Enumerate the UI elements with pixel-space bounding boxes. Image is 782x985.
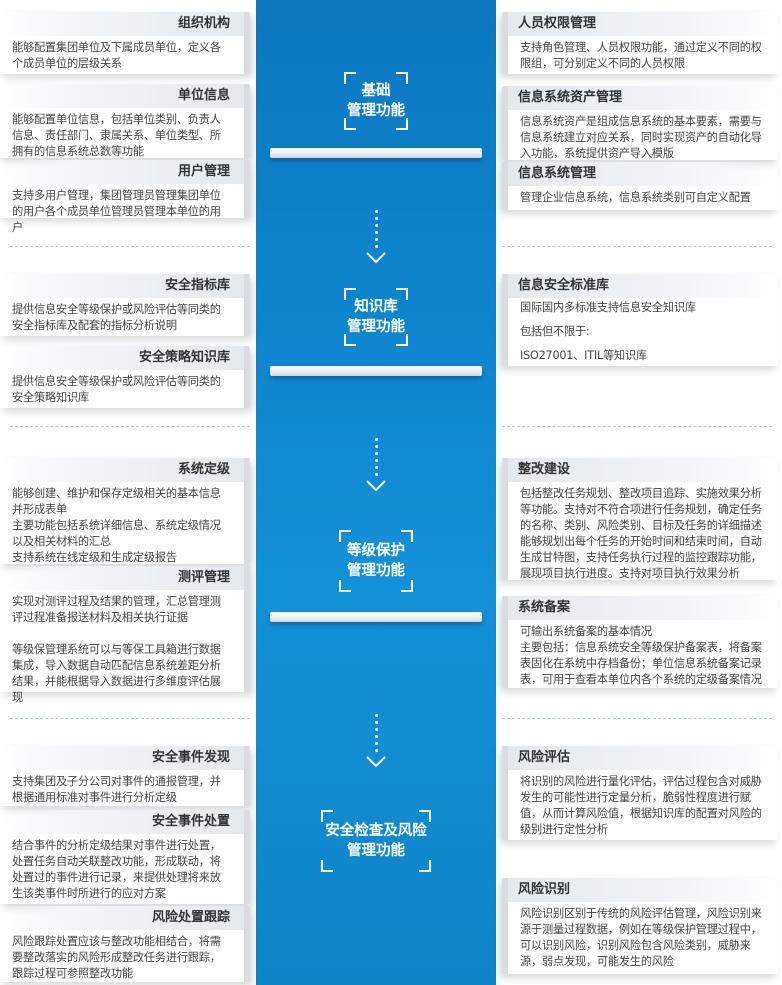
- feature-block: 组织机构 能够配置集团单位及下属成员单位，定义各个成员单位的层级关系: [0, 12, 250, 74]
- feature-title: 安全指标库: [0, 274, 244, 298]
- stage-security-frame: 安全检查及风险 管理功能: [321, 810, 431, 872]
- section-divider: [10, 246, 250, 247]
- feature-description: 支持角色管理、人员权限功能，通过定义不同的权限组，可分别定义不同的人员权限: [520, 41, 762, 70]
- feature-title: 用户管理: [0, 160, 244, 184]
- stage-protection-label: 等级保护 管理功能: [347, 543, 405, 579]
- feature-description: 管理企业信息系统，信息系统类别可自定义配置: [520, 191, 751, 204]
- feature-description: 能够创建、维护和保存定级相关的基本信息并形成表单 主要功能包括系统详细信息、系统…: [12, 487, 221, 564]
- feature-block: 系统备案 可输出系统备案的基本情况 主要包括：信息系统安全等级保护备案表，将备案…: [502, 596, 778, 688]
- section-divider: [502, 718, 772, 719]
- feature-block: 风险处置跟踪 风险跟踪处置应该与整改功能相结合，将需要整改落实的风险形成整改任务…: [0, 906, 250, 982]
- feature-block: 整改建设 包括整改任务规划、整改项目追踪、实施效果分析等功能。支持对不符合项进行…: [502, 458, 778, 580]
- stage-protection-shelf: [270, 612, 482, 622]
- feature-description: 包括整改任务规划、整改项目追踪、实施效果分析等功能。支持对不符合项进行任务规划，…: [520, 487, 762, 580]
- down-arrow-icon: [366, 714, 386, 768]
- feature-block: 系统定级 能够创建、维护和保存定级相关的基本信息并形成表单 主要功能包括系统详细…: [0, 458, 250, 564]
- section-divider: [502, 246, 772, 247]
- feature-description: 实现对测评过程及结果的管理，汇总管理测评过程准备报送材料及相关执行证据 等级保管…: [12, 595, 221, 704]
- section-divider: [10, 718, 250, 719]
- feature-title: 整改建设: [508, 458, 778, 482]
- stage-protection-frame: 等级保护 管理功能: [339, 530, 413, 592]
- feature-title: 系统备案: [508, 596, 778, 620]
- feature-block: 信息系统管理 管理企业信息系统，信息系统类别可自定义配置: [502, 162, 778, 210]
- feature-block: 用户管理 支持多用户管理，集团管理员管理集团单位的用户各个成员单位管理员管理本单…: [0, 160, 250, 234]
- feature-description: 能够配置集团单位及下属成员单位，定义各个成员单位的层级关系: [12, 41, 221, 70]
- right-column: 人员权限管理 支持角色管理、人员权限功能，通过定义不同的权限组，可分别定义不同的…: [496, 0, 782, 985]
- feature-title: 信息系统管理: [508, 162, 778, 186]
- feature-description: 将识别的风险进行量化评估，评估过程包含对威胁发生的可能性进行定量分析，脆弱性程度…: [520, 775, 762, 836]
- feature-block: 安全事件处置 结合事件的分析定级结果对事件进行处置，处置任务自动关联整改功能，形…: [0, 810, 250, 904]
- feature-block: 安全策略知识库 提供信息安全等级保护或风险评估等同类的安全策略知识库: [0, 346, 250, 408]
- feature-description: 可输出系统备案的基本情况 主要包括：信息系统安全等级保护备案表，将备案表固化在系…: [520, 625, 762, 686]
- down-arrow-icon: [366, 438, 386, 492]
- stage-basic-frame: 基础 管理功能: [344, 72, 408, 130]
- feature-block: 人员权限管理 支持角色管理、人员权限功能，通过定义不同的权限组，可分别定义不同的…: [502, 12, 778, 74]
- feature-description: 支持多用户管理，集团管理员管理集团单位的用户各个成员单位管理员管理本单位的用户: [12, 189, 221, 234]
- feature-title: 信息安全标准库: [508, 274, 778, 298]
- feature-description: 提供信息安全等级保护或风险评估等同类的安全指标库及配套的指标分析说明: [12, 303, 221, 332]
- feature-description: 国际国内多标准支持信息安全知识库 包括但不限于: ISO27001、ITIL等知…: [520, 301, 696, 362]
- feature-title: 安全事件处置: [0, 810, 244, 834]
- feature-title: 信息系统资产管理: [508, 86, 778, 110]
- feature-title: 测评管理: [0, 566, 244, 590]
- feature-description: 风险跟踪处置应该与整改功能相结合，将需要整改落实的风险形成整改任务进行跟踪，跟踪…: [12, 935, 221, 980]
- feature-title: 风险处置跟踪: [0, 906, 244, 930]
- stage-basic-label: 基础 管理功能: [347, 83, 405, 119]
- stage-security-label: 安全检查及风险 管理功能: [325, 823, 427, 859]
- feature-block: 单位信息 能够配置单位信息，包括单位类别、负责人信息、责任部门、隶属关系、单位类…: [0, 84, 250, 158]
- feature-description: 支持集团及子分公司对事件的通报管理，并根据通用标准对事件进行分析定级: [12, 775, 221, 804]
- feature-title: 组织机构: [0, 12, 244, 36]
- feature-title: 安全策略知识库: [0, 346, 244, 370]
- section-divider: [502, 426, 772, 427]
- feature-description: 提供信息安全等级保护或风险评估等同类的安全策略知识库: [12, 375, 221, 404]
- feature-description: 能够配置单位信息，包括单位类别、负责人信息、责任部门、隶属关系、单位类型、所拥有…: [12, 113, 221, 158]
- feature-description: 结合事件的分析定级结果对事件进行处置，处置任务自动关联整改功能，形成联动，将处置…: [12, 839, 221, 900]
- down-arrow-icon: [366, 210, 386, 264]
- feature-description: 风险识别区别于传统的风险评估管理，风险识别来源于测量过程数据，例如在等级保护管理…: [520, 907, 762, 968]
- feature-description: 信息系统资产是组成信息系统的基本要素，需要与信息系统建立对应关系，同时实现资产的…: [520, 115, 762, 160]
- feature-title: 风险识别: [508, 878, 778, 902]
- feature-block: 风险识别 风险识别区别于传统的风险评估管理，风险识别来源于测量过程数据，例如在等…: [502, 878, 778, 974]
- section-divider: [10, 426, 250, 427]
- left-column: 组织机构 能够配置集团单位及下属成员单位，定义各个成员单位的层级关系 单位信息 …: [0, 0, 256, 985]
- feature-title: 安全事件发现: [0, 746, 244, 770]
- feature-title: 风险评估: [508, 746, 778, 770]
- feature-title: 人员权限管理: [508, 12, 778, 36]
- stage-knowledge-frame: 知识库 管理功能: [344, 288, 408, 346]
- stage-knowledge-label: 知识库 管理功能: [347, 299, 405, 335]
- feature-title: 单位信息: [0, 84, 244, 108]
- center-column: 基础 管理功能 知识库 管理功能 等级保护 管理功能 安全检查及风险 管理功能: [256, 0, 496, 985]
- feature-block: 测评管理 实现对测评过程及结果的管理，汇总管理测评过程准备报送材料及相关执行证据…: [0, 566, 250, 704]
- stage-knowledge-shelf: [270, 366, 482, 376]
- feature-block: 信息系统资产管理 信息系统资产是组成信息系统的基本要素，需要与信息系统建立对应关…: [502, 86, 778, 160]
- feature-block: 风险评估 将识别的风险进行量化评估，评估过程包含对威胁发生的可能性进行定量分析，…: [502, 746, 778, 840]
- feature-block: 信息安全标准库 国际国内多标准支持信息安全知识库 包括但不限于: ISO2700…: [502, 274, 778, 366]
- feature-block: 安全事件发现 支持集团及子分公司对事件的通报管理，并根据通用标准对事件进行分析定…: [0, 746, 250, 806]
- feature-block: 安全指标库 提供信息安全等级保护或风险评估等同类的安全指标库及配套的指标分析说明: [0, 274, 250, 336]
- stage-basic-shelf: [270, 148, 482, 158]
- feature-title: 系统定级: [0, 458, 244, 482]
